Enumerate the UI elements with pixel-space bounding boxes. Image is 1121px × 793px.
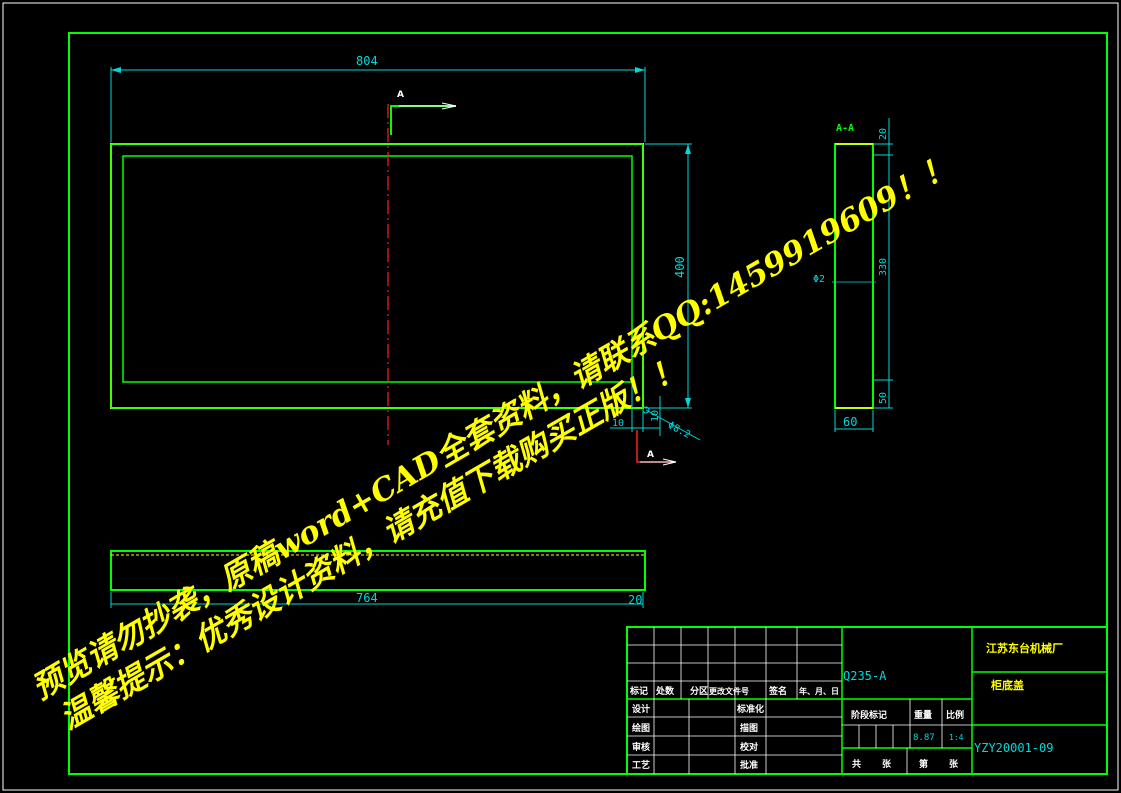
section-arrow-top: A — [390, 90, 457, 135]
dim-label-400: 400 — [673, 256, 687, 278]
tb-material: Q235-A — [843, 669, 887, 683]
dim-label-50: 50 — [878, 392, 889, 404]
tb-weight-value: 8.87 — [913, 733, 935, 743]
front-view — [110, 104, 644, 445]
dim-label-330: 330 — [878, 258, 889, 276]
tb-weight-label: 重量 — [914, 709, 932, 721]
tb-mid-0: 标准化 — [736, 703, 764, 715]
section-title: A-A — [836, 123, 854, 134]
dim-overall-width: 804 — [110, 54, 646, 142]
watermark-line-1: 预览请勿抄袭，原稿word+CAD全套资料，请联系QQ:1459919609！！ — [26, 147, 959, 707]
tb-row-3: 工艺 — [632, 759, 650, 771]
dim-label-10-v: 10 — [650, 410, 661, 422]
tb-footer-0: 共 — [852, 758, 861, 770]
side-profile — [834, 143, 874, 409]
tb-header-5: 年、月、日 — [799, 686, 839, 696]
bottom-view: 764 20 — [110, 550, 646, 608]
title-block: 标记 处数 分区 更改文件号 签名 年、月、日 设计 绘图 审核 工艺 标准化 … — [626, 626, 1108, 775]
dim-label-764: 764 — [356, 591, 378, 605]
tb-header-0: 标记 — [629, 685, 648, 697]
dim-label-804: 804 — [356, 54, 378, 68]
inner-panel — [122, 155, 633, 383]
tb-company: 江苏东台机械厂 — [986, 641, 1063, 655]
tb-row-1: 绘图 — [632, 722, 650, 734]
section-marker-label: A — [397, 90, 404, 100]
dim-label-20-side: 20 — [878, 128, 889, 140]
tb-scale-label: 比例 — [946, 709, 964, 721]
tb-footer-2: 第 — [919, 758, 928, 770]
dim-label-60: 60 — [843, 415, 857, 429]
watermark: 预览请勿抄袭，原稿word+CAD全套资料，请联系QQ:1459919609！！… — [26, 147, 959, 737]
tb-scale-value: 1:4 — [949, 733, 964, 742]
tb-mid-1: 描图 — [740, 722, 758, 734]
section-view: A-A Φ2 20 330 50 60 — [813, 118, 893, 432]
tb-stage-label: 阶段标记 — [851, 709, 887, 721]
tb-header-4: 签名 — [768, 685, 787, 697]
tb-part-name: 柜底盖 — [990, 678, 1024, 692]
tb-header-1: 处数 — [655, 685, 675, 697]
dim-overall-height: 400 — [645, 143, 692, 409]
tb-mid-2: 校对 — [740, 741, 758, 753]
tb-row-0: 设计 — [632, 703, 650, 715]
section-marker-label-bottom: A — [647, 450, 654, 460]
dim-label-hole: Φ8.2 — [666, 420, 692, 441]
section-arrow-bottom: A — [636, 430, 677, 466]
tb-header-2: 分区 — [690, 685, 708, 697]
tb-footer-1: 张 — [882, 758, 892, 770]
dim-label-10-h: 10 — [612, 418, 624, 429]
dim-label-20-bottom: 20 — [628, 593, 642, 607]
tb-drawing-no: YZY20001-09 — [974, 741, 1053, 755]
tb-row-2: 审核 — [632, 741, 650, 753]
tb-header-3: 更改文件号 — [709, 686, 749, 696]
bottom-profile — [110, 550, 646, 591]
drawing-frame — [68, 32, 1108, 775]
tb-mid-3: 批准 — [740, 759, 758, 771]
tb-footer-3: 张 — [949, 758, 959, 770]
side-hole-label: Φ2 — [813, 274, 825, 285]
